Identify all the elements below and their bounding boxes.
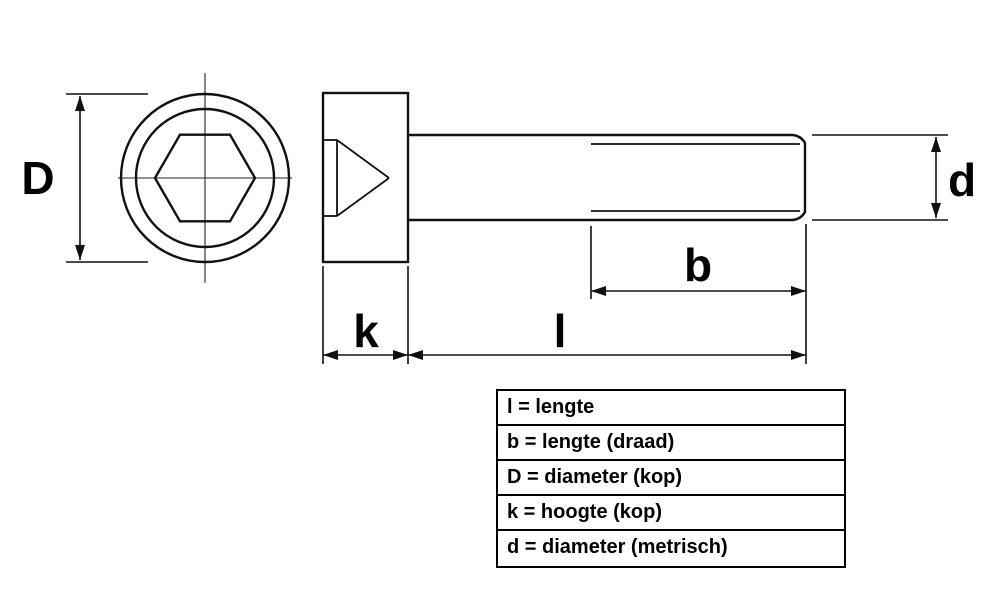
legend-row-hoogte-kop: k = hoogte (kop): [498, 496, 844, 531]
legend-row-diameter-metrisch: d = diameter (metrisch): [507, 536, 728, 558]
legend-row-diameter-kop: D = diameter (kop): [498, 461, 844, 496]
dimension-b: b: [590, 226, 806, 299]
side-view-screw: [321, 91, 807, 264]
label-l: l: [554, 305, 567, 357]
legend-row-lengte: l = lengte: [498, 391, 844, 426]
shaft-end-chamfer: [792, 133, 807, 222]
hex-socket-shape: [153, 133, 257, 223]
dimension-d: d: [812, 134, 976, 221]
label-d: d: [948, 154, 976, 206]
socket-cone-lower: [336, 177, 390, 217]
head-outer-circle: [119, 92, 291, 264]
socket-cone-upper: [336, 139, 390, 179]
dimension-l: l: [408, 224, 807, 364]
label-D: D: [21, 152, 54, 204]
label-b: b: [684, 239, 712, 291]
label-k: k: [353, 305, 379, 357]
head-chamfer-circle: [134, 107, 276, 249]
legend-row-lengte-draad: b = lengte (draad): [498, 426, 844, 461]
dimension-k: k: [322, 266, 409, 364]
legend-table: l = lengte b = lengte (draad) D = diamet…: [496, 389, 846, 568]
head-side-outline: [321, 91, 410, 264]
dimension-D: D: [21, 93, 148, 263]
front-view-head: [118, 73, 292, 283]
